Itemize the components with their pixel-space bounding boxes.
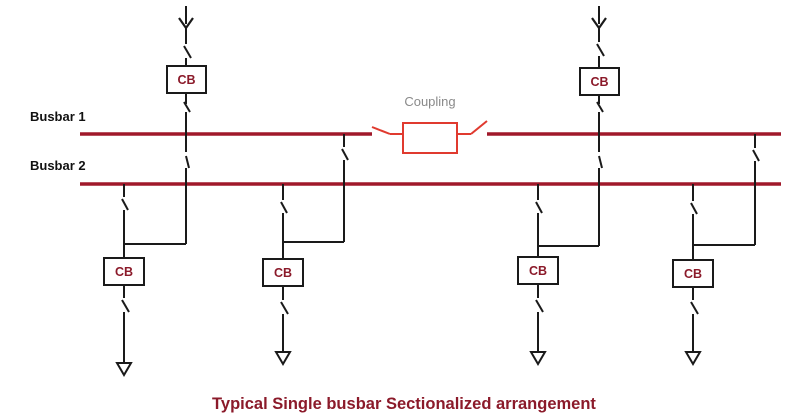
circuit-breaker-label: CB <box>274 266 292 280</box>
incoming-feeder-2 <box>538 6 607 247</box>
circuit-breaker: CB <box>672 259 714 288</box>
coupling-breaker <box>371 120 488 154</box>
circuit-breaker: CB <box>579 67 620 96</box>
circuit-breaker-label: CB <box>177 73 195 87</box>
circuit-breaker: CB <box>103 257 145 286</box>
diagram-caption: Typical Single busbar Sectionalized arra… <box>212 395 596 413</box>
circuit-breaker-label: CB <box>529 264 547 278</box>
outgoing-feeder-1 <box>115 184 133 377</box>
outgoing-feeder-2 <box>274 134 349 366</box>
coupling-label: Coupling <box>404 94 455 109</box>
circuit-breaker-label: CB <box>590 75 608 89</box>
circuit-breaker: CB <box>517 256 559 285</box>
outgoing-feeder-4 <box>684 134 760 366</box>
incoming-feeder-1 <box>124 6 194 245</box>
busbar-1-label: Busbar 1 <box>30 109 86 124</box>
circuit-breaker-label: CB <box>684 267 702 281</box>
circuit-breaker: CB <box>262 258 304 287</box>
busbar-2-label: Busbar 2 <box>30 158 86 173</box>
outgoing-feeder-3 <box>529 184 547 366</box>
circuit-breaker: CB <box>166 65 207 94</box>
circuit-breaker-label: CB <box>115 265 133 279</box>
